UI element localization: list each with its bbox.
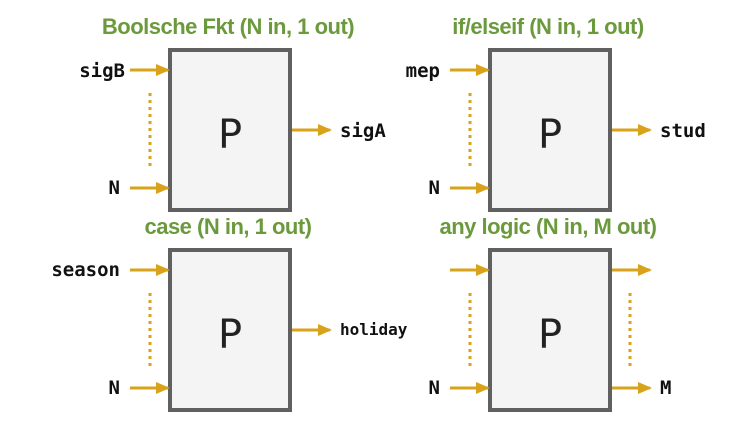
output-top-label: stud (660, 120, 706, 142)
process-label: P (538, 312, 562, 358)
output-top-label: sigA (340, 120, 386, 142)
input-bottom-label: N (429, 177, 440, 199)
input-top-label: season (51, 259, 120, 281)
block-boolsche-fkt: Boolsche Fkt (N in, 1 out) P sigB N sigA (79, 14, 386, 212)
block-title: Boolsche Fkt (N in, 1 out) (102, 14, 354, 39)
input-bottom-label: N (109, 177, 120, 199)
process-label: P (538, 112, 562, 158)
output-bottom-label: M (660, 377, 671, 399)
block-case: case (N in, 1 out) P season N holiday (51, 214, 408, 412)
block-if-elseif: if/elseif (N in, 1 out) P mep N stud (406, 14, 706, 212)
process-box (488, 48, 612, 212)
block-any-logic: any logic (N in, M out) P N M (429, 214, 671, 412)
process-box (488, 248, 612, 412)
process-label: P (218, 112, 242, 158)
input-top-label: sigB (79, 60, 125, 82)
input-top-label: mep (406, 60, 440, 82)
process-box (168, 248, 292, 412)
block-title: case (N in, 1 out) (144, 214, 311, 239)
output-top-label: holiday (340, 320, 408, 339)
block-title: if/elseif (N in, 1 out) (452, 14, 644, 39)
block-title: any logic (N in, M out) (439, 214, 656, 239)
process-box (168, 48, 292, 212)
input-bottom-label: N (109, 377, 120, 399)
process-label: P (218, 312, 242, 358)
input-bottom-label: N (429, 377, 440, 399)
